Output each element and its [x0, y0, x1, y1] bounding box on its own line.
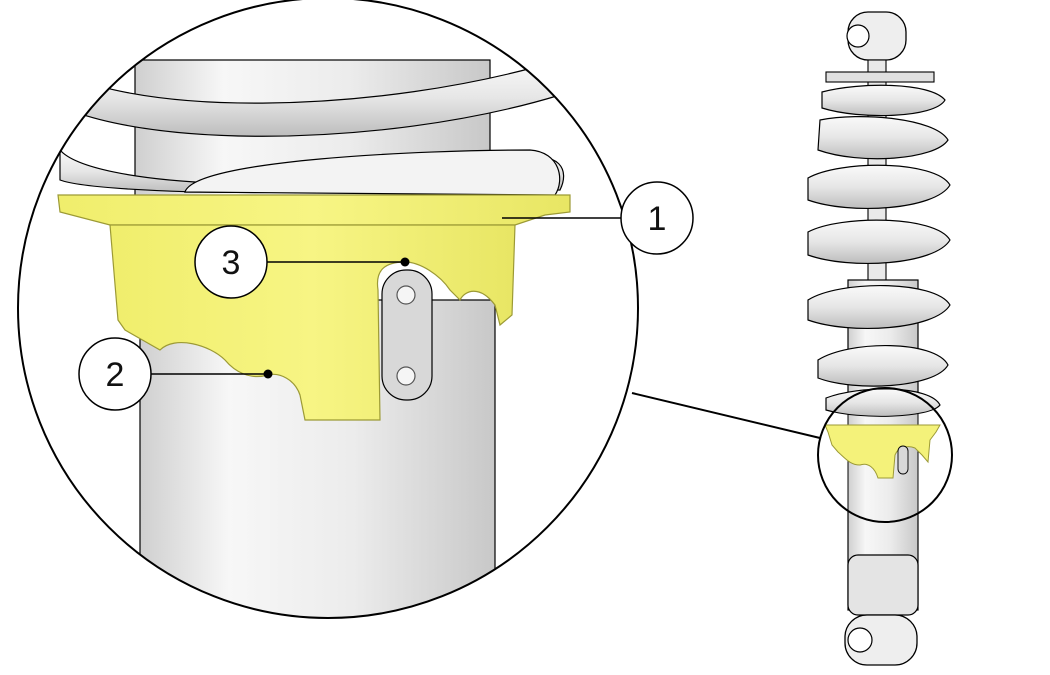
bottom-eye-hole	[847, 627, 873, 653]
callout-2-label: 2	[106, 356, 125, 394]
callout-1-label: 1	[648, 200, 667, 238]
callout-2: 2	[78, 337, 273, 411]
callout-3: 3	[194, 225, 410, 299]
overview-lower-body	[847, 554, 919, 616]
overview-spring-seat	[824, 424, 941, 479]
callout-3-bubble	[194, 225, 268, 299]
callout-2-bubble	[78, 337, 152, 411]
shock-absorber-overview	[807, 11, 953, 666]
bottom-eye-mount	[844, 614, 918, 666]
bracket-hole-upper	[396, 285, 416, 305]
upper-spring-plate	[825, 71, 935, 83]
overview-detail-circle	[817, 387, 953, 523]
overview-spring	[807, 84, 951, 417]
detail-connector-line	[631, 392, 821, 439]
mounting-bracket	[381, 269, 433, 401]
detail-view	[17, 0, 639, 619]
spring-coil-front	[184, 149, 561, 196]
callout-1-bubble	[620, 181, 694, 255]
detail-circle-outline	[17, 0, 639, 619]
bracket-hole-lower	[396, 366, 416, 386]
callout-2-marker	[263, 369, 273, 379]
callout-3-label: 3	[222, 244, 241, 282]
overview-bracket	[897, 445, 909, 475]
spring-seat-flange	[57, 194, 571, 226]
callout-1: 1	[502, 181, 694, 255]
top-eye-hole	[846, 24, 870, 48]
callout-3-marker	[400, 257, 410, 267]
